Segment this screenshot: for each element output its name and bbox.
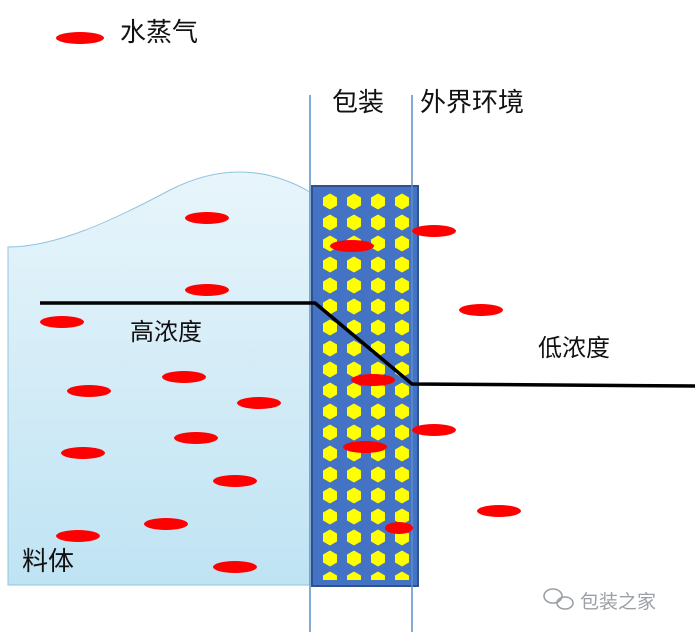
wechat-icon — [543, 588, 574, 610]
packaging-label: 包装 — [332, 88, 384, 118]
vapor-molecule — [412, 225, 456, 237]
watermark: 包装之家 — [543, 588, 656, 613]
vapor-molecule — [459, 304, 503, 316]
vapor-molecules — [40, 212, 521, 573]
vapor-molecule — [237, 397, 281, 409]
vapor-molecule — [67, 385, 111, 397]
vapor-molecule — [185, 212, 229, 224]
watermark-text: 包装之家 — [580, 591, 656, 613]
packaging-particles — [322, 192, 410, 580]
vapor-molecule — [162, 371, 206, 383]
high-concentration-label: 高浓度 — [130, 318, 202, 346]
vapor-molecule — [343, 441, 387, 453]
vapor-molecule — [330, 240, 374, 252]
vapor-molecule — [385, 522, 413, 534]
environment-label: 外界环境 — [420, 88, 524, 118]
vapor-molecule — [477, 505, 521, 517]
vapor-molecule — [144, 518, 188, 530]
vapor-molecule — [185, 284, 229, 296]
material-label: 料体 — [22, 547, 74, 577]
low-concentration-label: 低浓度 — [538, 334, 610, 362]
vapor-legend-marker — [56, 32, 104, 44]
vapor-molecule — [174, 432, 218, 444]
legend-label: 水蒸气 — [120, 18, 198, 48]
vapor-molecule — [351, 374, 395, 386]
concentration-profile-line — [40, 301, 695, 388]
vapor-molecule — [56, 530, 100, 542]
legend: 水蒸气 — [56, 18, 198, 48]
vapor-molecule — [412, 424, 456, 436]
vapor-molecule — [40, 316, 84, 328]
vapor-molecule — [213, 561, 257, 573]
vapor-molecule — [213, 475, 257, 487]
vapor-molecule — [61, 447, 105, 459]
